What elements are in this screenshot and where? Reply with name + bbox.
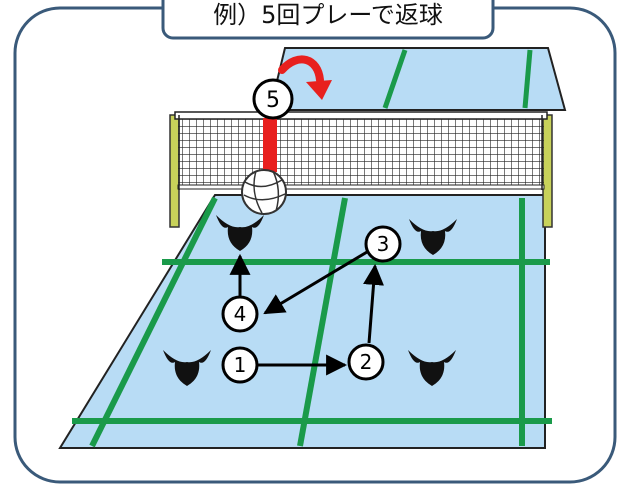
svg-text:4: 4 [234, 302, 247, 326]
net-post-left [169, 114, 180, 228]
step-1: 1 [221, 346, 259, 384]
step-5: 5 [252, 78, 294, 120]
far-court-line [382, 49, 408, 109]
step-4: 4 [221, 295, 259, 333]
svg-text:1: 1 [234, 353, 247, 377]
near-court [58, 194, 546, 449]
net-post-right [542, 114, 553, 228]
return-path [263, 118, 277, 172]
svg-text:2: 2 [360, 350, 373, 374]
court-line [89, 196, 218, 448]
far-court-line [522, 49, 533, 109]
player-icon [409, 219, 457, 255]
volleyball-icon [241, 169, 287, 215]
return-arrow-icon [278, 55, 324, 84]
svg-text:3: 3 [377, 232, 390, 256]
svg-text:5: 5 [266, 88, 280, 113]
return-arrow-head [306, 80, 332, 100]
net-bottom-band [177, 184, 545, 190]
arrow-2-to-3 [363, 263, 384, 344]
step-3: 3 [364, 225, 402, 263]
net-top-band [174, 111, 548, 120]
far-court [268, 47, 567, 111]
court-line [297, 197, 348, 447]
step-2: 2 [347, 343, 385, 381]
title: 例）5回プレーで返球 [213, 1, 443, 29]
player-icon [163, 350, 211, 386]
arrow-3-to-4 [263, 250, 368, 315]
net-mesh [178, 118, 544, 188]
player-icon [408, 350, 456, 386]
title-tab [161, 0, 495, 40]
player-icon [216, 215, 264, 251]
